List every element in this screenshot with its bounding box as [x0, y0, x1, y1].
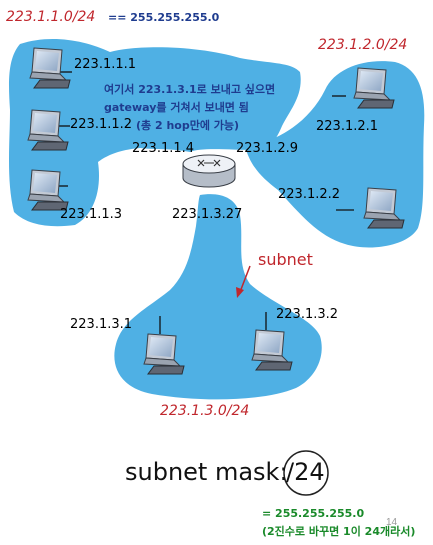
router-interface-223-1-3-27: 223.1.3.27: [172, 207, 243, 222]
host-223-1-2-1-computer-icon: [353, 67, 395, 109]
subnet-arrow: [236, 265, 251, 298]
host-ip-223-1-3-1: 223.1.3.1: [70, 317, 133, 332]
subnet-mask-binary-explanation: (2진수로 바꾸면 1이 24개라서): [262, 525, 416, 538]
host-ip-223-1-1-1: 223.1.1.1: [74, 57, 137, 72]
host-223-1-1-2-computer-icon: [27, 109, 69, 151]
host-223-1-1-1-computer-icon: [29, 47, 71, 89]
host-ip-223-1-2-1: 223.1.2.1: [316, 119, 379, 134]
host-ip-223-1-1-3: 223.1.1.3: [60, 207, 123, 222]
subnet-mask-value: /24: [286, 458, 325, 486]
host-ip-223-1-1-2: 223.1.1.2: [70, 117, 133, 132]
router-interface-223-1-2-9: 223.1.2.9: [236, 141, 299, 156]
network-label-223-1-1: 223.1.1.0/24: [6, 9, 96, 25]
host-ip-223-1-2-2: 223.1.2.2: [278, 187, 341, 202]
router-icon: [182, 154, 236, 188]
network-1-mask-equivalence: == 255.255.255.0: [108, 11, 220, 24]
page-number: 14: [386, 517, 398, 528]
network-label-223-1-3: 223.1.3.0/24: [160, 403, 250, 419]
subnet-mask-label: subnet mask:: [125, 458, 288, 486]
routing-note-line-3: (총 2 hop만에 가능): [136, 119, 240, 132]
subnet-mask-dotted-equivalent: = 255.255.255.0: [262, 507, 365, 520]
host-223-1-2-2-computer-icon: [363, 187, 405, 229]
routing-note-line-1: 여기서 223.1.3.1로 보내고 싶으면: [104, 83, 276, 96]
host-ip-223-1-3-2: 223.1.3.2: [276, 307, 339, 322]
host-223-1-1-3-computer-icon: [27, 169, 69, 211]
subnet-annotation: subnet: [258, 250, 313, 269]
host-223-1-3-2-computer-icon: [251, 329, 293, 371]
mask-value-circle: [283, 450, 329, 496]
links: [56, 71, 354, 334]
router-interface-223-1-1-4: 223.1.1.4: [132, 141, 195, 156]
network-label-223-1-2: 223.1.2.0/24: [318, 37, 408, 53]
subnet-blob-223-1-1: [9, 38, 301, 227]
host-223-1-3-1-computer-icon: [143, 333, 185, 375]
routing-note-line-2: gateway를 거쳐서 보내면 됨: [104, 101, 249, 114]
